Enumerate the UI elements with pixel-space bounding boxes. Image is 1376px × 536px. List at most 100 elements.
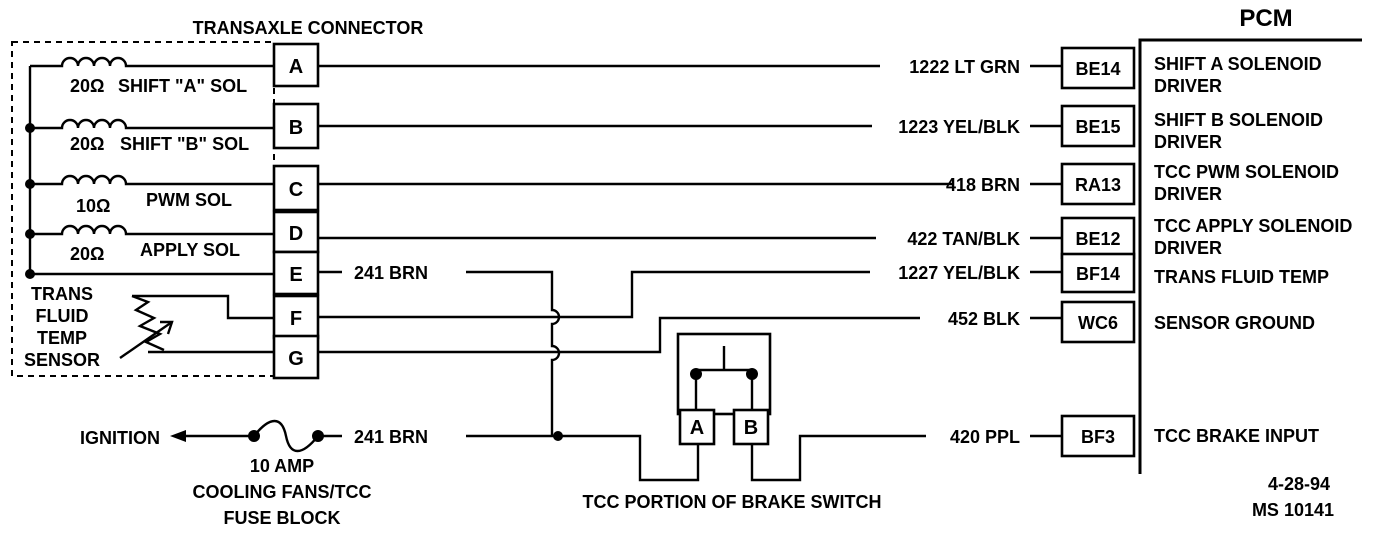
shift-a-resistance: 20Ω <box>70 76 104 96</box>
wire-e <box>318 270 561 436</box>
wire-g <box>318 316 1062 354</box>
apply-resistance: 20Ω <box>70 244 104 264</box>
transaxle-connector-title: TRANSAXLE CONNECTOR <box>193 18 424 38</box>
fuse-label: 10 AMP COOLING FANS/TCC FUSE BLOCK <box>193 456 372 528</box>
svg-text:SENSOR: SENSOR <box>24 350 100 370</box>
svg-text:A: A <box>690 417 704 439</box>
wire-f <box>318 270 1062 319</box>
connector-pin-b: B <box>272 102 320 150</box>
ignition-junction <box>553 431 563 441</box>
svg-text:COOLING FANS/TCC: COOLING FANS/TCC <box>193 482 372 502</box>
pwm-resistance: 10Ω <box>76 196 110 216</box>
fuse-terminal-right <box>312 430 324 442</box>
svg-text:SHIFT A SOLENOID: SHIFT A SOLENOID <box>1154 54 1322 74</box>
connector-pin-f: F <box>272 294 320 340</box>
svg-text:DRIVER: DRIVER <box>1154 238 1222 258</box>
temp-sensor-arrowhead <box>160 320 174 335</box>
svg-text:FLUID: FLUID <box>36 306 89 326</box>
svg-text:B: B <box>289 117 303 139</box>
svg-text:C: C <box>289 179 303 201</box>
svg-text:B: B <box>744 417 758 439</box>
diagram-date: 4-28-94 <box>1268 474 1330 494</box>
svg-text:A: A <box>289 56 303 78</box>
svg-text:F: F <box>290 308 302 330</box>
temp-sensor-lead-f <box>132 294 274 320</box>
pcm-function-tcc-pwm: TCC PWM SOLENOID DRIVER <box>1154 162 1339 204</box>
svg-text:DRIVER: DRIVER <box>1154 132 1222 152</box>
svg-text:BE15: BE15 <box>1075 117 1120 137</box>
svg-text:E: E <box>289 264 302 286</box>
brake-switch-contact-b <box>746 368 758 380</box>
wire-b-label: 1223 YEL/BLK <box>898 117 1020 137</box>
svg-text:WC6: WC6 <box>1078 313 1118 333</box>
shift-b-resistance: 20Ω <box>70 134 104 154</box>
ignition-wire-label: 241 BRN <box>354 427 428 447</box>
svg-text:BE14: BE14 <box>1075 59 1120 79</box>
pcm-terminal-be14: BE14 <box>1060 46 1136 90</box>
pcm-terminal-bf3: BF3 <box>1060 414 1136 458</box>
brake-switch-contacts <box>694 346 754 412</box>
wire-brake <box>750 434 1062 482</box>
wire-g-label: 452 BLK <box>948 309 1020 329</box>
pcm-function-trans-fluid-temp: TRANS FLUID TEMP <box>1154 267 1329 287</box>
svg-text:BE12: BE12 <box>1075 229 1120 249</box>
pcm-terminal-ra13: RA13 <box>1060 162 1136 206</box>
ignition-label: IGNITION <box>80 428 160 448</box>
diagram-ms-number: MS 10141 <box>1252 500 1334 520</box>
pcm-title: PCM <box>1239 5 1292 32</box>
svg-text:RA13: RA13 <box>1075 175 1121 195</box>
shift-b-solenoid-coil <box>30 118 274 130</box>
pwm-solenoid-coil <box>30 174 274 186</box>
shift-a-label: SHIFT "A" SOL <box>118 76 247 96</box>
wire-a-label: 1222 LT GRN <box>909 57 1020 77</box>
wire-c-label: 418 BRN <box>946 175 1020 195</box>
svg-text:BF14: BF14 <box>1076 264 1120 284</box>
svg-text:SHIFT B SOLENOID: SHIFT B SOLENOID <box>1154 110 1323 130</box>
brake-switch-label: TCC PORTION OF BRAKE SWITCH <box>583 492 882 512</box>
svg-text:G: G <box>288 348 304 370</box>
svg-text:TRANS: TRANS <box>31 284 93 304</box>
ignition-arrow-icon <box>170 430 186 442</box>
svg-text:DRIVER: DRIVER <box>1154 76 1222 96</box>
pcm-function-shift-b: SHIFT B SOLENOID DRIVER <box>1154 110 1323 152</box>
pcm-terminal-be15: BE15 <box>1060 104 1136 148</box>
svg-text:D: D <box>289 223 303 245</box>
pwm-label: PWM SOL <box>146 190 232 210</box>
temp-sensor-resistor <box>131 294 165 352</box>
svg-text:TCC APPLY SOLENOID: TCC APPLY SOLENOID <box>1154 216 1352 236</box>
apply-solenoid-coil <box>30 224 274 236</box>
apply-label: APPLY SOL <box>140 240 240 260</box>
pcm-terminal-be12: BE12 <box>1060 216 1136 260</box>
wire-e-label: 241 BRN <box>354 263 428 283</box>
svg-text:DRIVER: DRIVER <box>1154 184 1222 204</box>
brake-switch-contact-a <box>690 368 702 380</box>
shift-b-label: SHIFT "B" SOL <box>120 134 249 154</box>
pcm-function-tcc-apply: TCC APPLY SOLENOID DRIVER <box>1154 216 1352 258</box>
wire-d-label: 422 TAN/BLK <box>907 229 1020 249</box>
svg-text:10 AMP: 10 AMP <box>250 456 314 476</box>
svg-text:FUSE BLOCK: FUSE BLOCK <box>224 508 341 528</box>
fuse-element <box>253 419 319 453</box>
shift-a-solenoid-coil <box>30 56 274 68</box>
wire-f-label: 1227 YEL/BLK <box>898 263 1020 283</box>
temp-sensor-label: TRANS FLUID TEMP SENSOR <box>24 284 100 370</box>
brake-switch-terminal-a: A <box>678 408 716 446</box>
pcm-function-tcc-brake-input: TCC BRAKE INPUT <box>1154 426 1319 446</box>
connector-pin-d: D <box>272 210 320 254</box>
temp-sensor-arrow <box>119 321 173 359</box>
connector-pin-a: A <box>272 42 320 88</box>
pcm-terminal-bf14: BF14 <box>1060 252 1136 294</box>
connector-pin-g: G <box>272 334 320 380</box>
pcm-function-shift-a: SHIFT A SOLENOID DRIVER <box>1154 54 1322 96</box>
pcm-terminal-wc6: WC6 <box>1060 300 1136 344</box>
pcm-function-sensor-ground: SENSOR GROUND <box>1154 313 1315 333</box>
connector-pin-c: C <box>272 164 320 212</box>
svg-text:BF3: BF3 <box>1081 427 1115 447</box>
brake-switch-terminal-b: B <box>732 408 770 446</box>
svg-text:TEMP: TEMP <box>37 328 87 348</box>
wire-brake-label: 420 PPL <box>950 427 1020 447</box>
connector-pin-e: E <box>272 250 320 296</box>
pcm-border <box>1138 38 1362 474</box>
fuse-terminal-left <box>248 430 260 442</box>
